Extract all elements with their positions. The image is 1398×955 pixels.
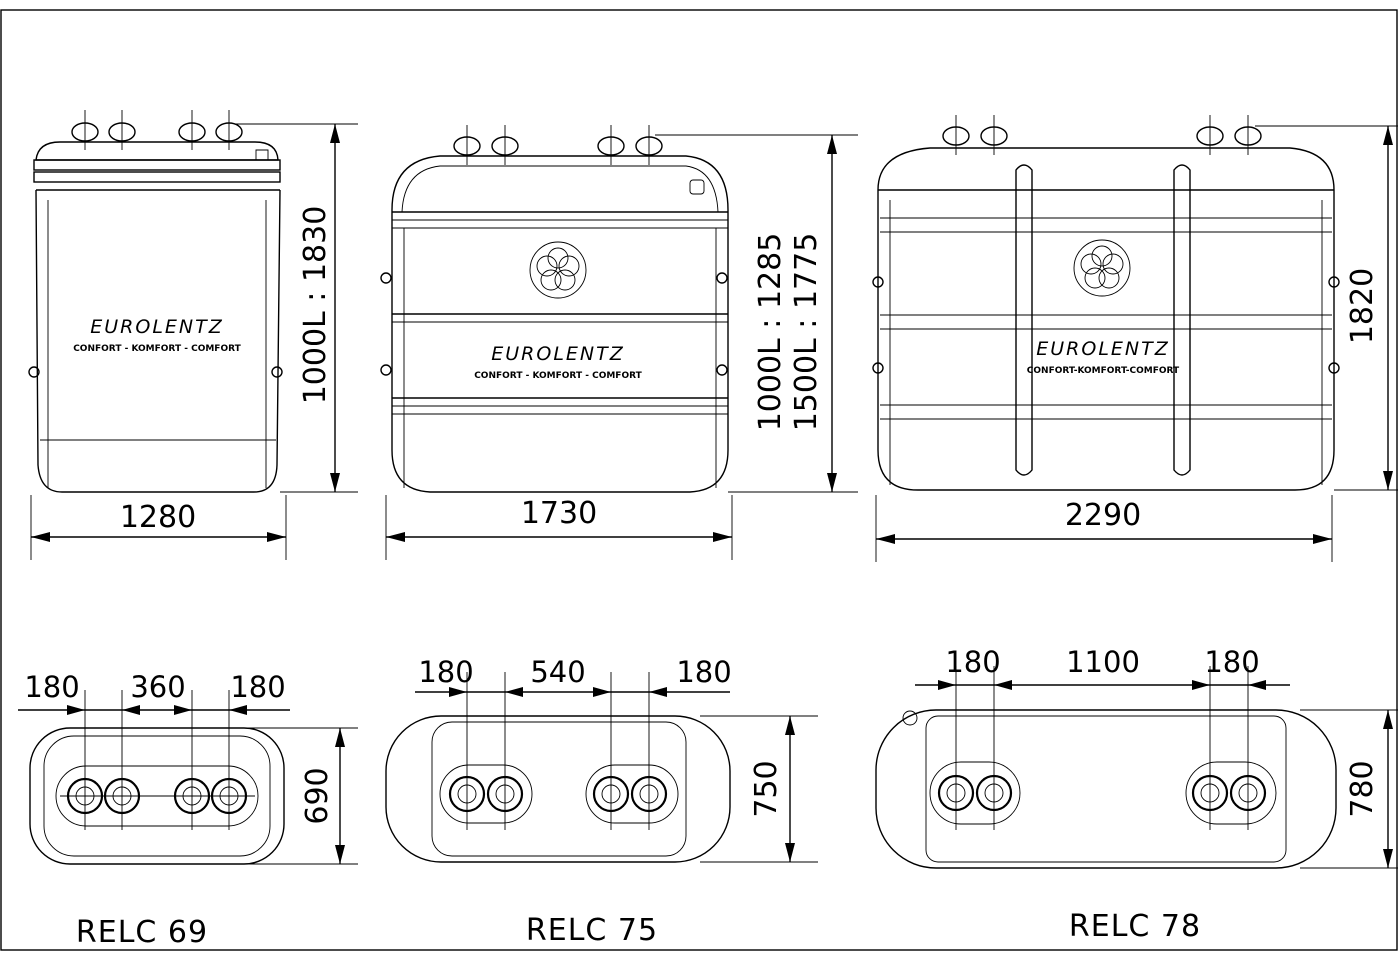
width-dimension-relc69: 1280 bbox=[30, 495, 287, 560]
port-icon bbox=[937, 774, 1267, 812]
height-dimension-relc75: 1000L : 1285 1500L : 1775 bbox=[655, 134, 858, 493]
width-dimension-relc78: 2290 bbox=[875, 495, 1333, 562]
brand-tagline: CONFORT-KOMFORT-COMFORT bbox=[1027, 366, 1180, 376]
spacing-middle-label: 540 bbox=[530, 655, 585, 689]
spacing-right-label: 180 bbox=[676, 655, 731, 689]
spacing-right-label: 180 bbox=[1204, 645, 1259, 679]
fitting-icon bbox=[942, 115, 1262, 155]
fitting-icon bbox=[71, 110, 243, 150]
model-name: RELC 78 bbox=[1069, 909, 1201, 944]
height-label: 1820 bbox=[1345, 268, 1380, 344]
depth-label: 780 bbox=[1345, 760, 1380, 817]
model-name: RELC 69 bbox=[76, 915, 208, 950]
width-label: 2290 bbox=[1065, 498, 1141, 533]
tank-relc75-top-view: 180 540 180 750 RELC 75 bbox=[385, 655, 818, 948]
tank-relc69-top-view: 180 360 180 690 RELC 69 bbox=[18, 670, 358, 950]
height-dimension-relc78: 1820 bbox=[1255, 125, 1398, 491]
spacing-middle-label: 1100 bbox=[1066, 645, 1140, 679]
depth-label: 690 bbox=[300, 767, 335, 824]
flower-emblem-icon bbox=[529, 241, 587, 299]
flower-emblem-icon bbox=[1073, 239, 1131, 297]
brand-logo-text: EUROLENTZ bbox=[1036, 338, 1170, 360]
spacing-left-label: 180 bbox=[418, 655, 473, 689]
depth-label: 750 bbox=[749, 760, 784, 817]
brand-tagline: CONFORT - KOMFORT - COMFORT bbox=[474, 371, 642, 381]
tank-relc78-top-view: 180 1100 180 780 RELC 78 bbox=[875, 645, 1398, 944]
sheet-frame bbox=[0, 9, 1398, 951]
width-label: 1730 bbox=[521, 496, 597, 531]
width-dimension-relc75: 1730 bbox=[385, 495, 733, 560]
spacing-left-label: 180 bbox=[24, 670, 79, 704]
height-label-line-1: 1000L : 1285 bbox=[753, 233, 788, 432]
spacing-middle-label: 360 bbox=[130, 670, 185, 704]
spacing-right-label: 180 bbox=[230, 670, 285, 704]
spacing-left-label: 180 bbox=[945, 645, 1000, 679]
tank-relc78-front-view: EUROLENTZ CONFORT-KOMFORT-COMFORT bbox=[872, 115, 1340, 491]
tank-relc69-front-view: EUROLENTZ CONFORT - KOMFORT - COMFORT bbox=[28, 110, 283, 493]
height-label: 1000L : 1830 bbox=[298, 206, 333, 405]
brand-logo-text: EUROLENTZ bbox=[491, 343, 625, 365]
model-name: RELC 75 bbox=[526, 913, 658, 948]
brand-tagline: CONFORT - KOMFORT - COMFORT bbox=[73, 344, 241, 354]
height-label-line-2: 1500L : 1775 bbox=[789, 233, 824, 432]
fitting-icon bbox=[453, 125, 663, 165]
height-dimension-relc69: 1000L : 1830 bbox=[235, 123, 358, 493]
width-label: 1280 bbox=[120, 500, 196, 535]
tank-relc75-front-view: EUROLENTZ CONFORT - KOMFORT - COMFORT bbox=[380, 125, 729, 493]
brand-logo-text: EUROLENTZ bbox=[90, 316, 224, 338]
port-icon bbox=[448, 775, 668, 813]
